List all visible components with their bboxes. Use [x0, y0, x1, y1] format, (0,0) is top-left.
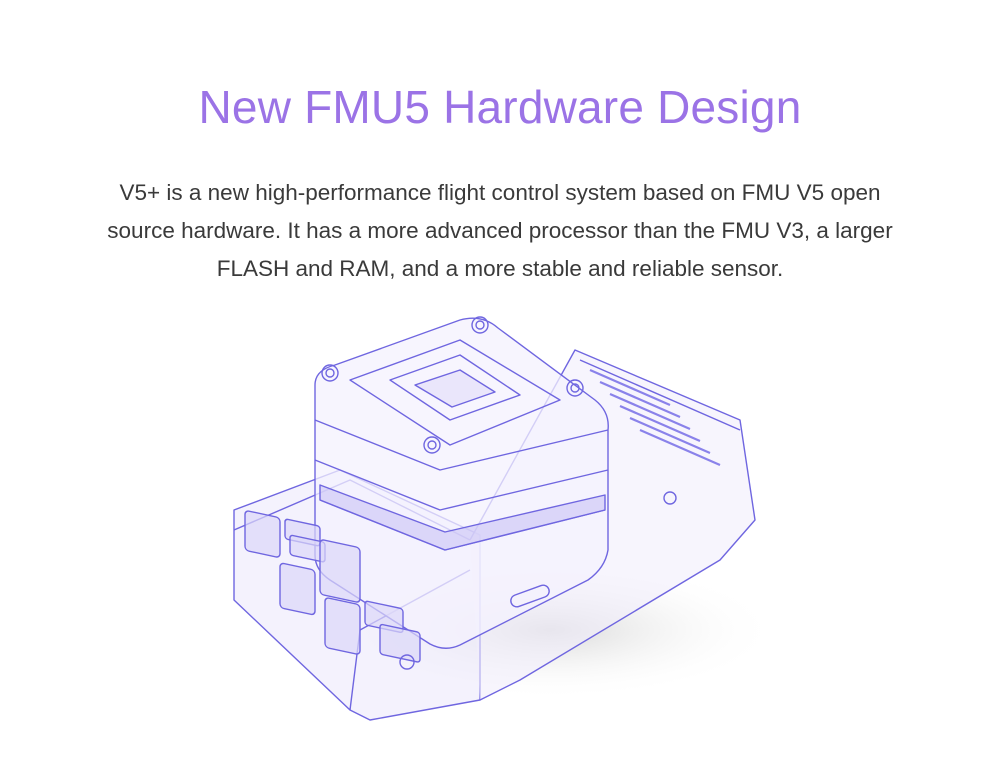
description: V5+ is a new high-performance flight con…	[80, 174, 920, 288]
flight-controller-illustration	[233, 316, 780, 721]
description-line: source hardware. It has a more advanced …	[107, 218, 893, 243]
product-image	[220, 300, 780, 740]
page-title: New FMU5 Hardware Design	[198, 81, 802, 133]
description-line: V5+ is a new high-performance flight con…	[119, 180, 881, 205]
description-line: FLASH and RAM, and a more stable and rel…	[216, 256, 784, 281]
